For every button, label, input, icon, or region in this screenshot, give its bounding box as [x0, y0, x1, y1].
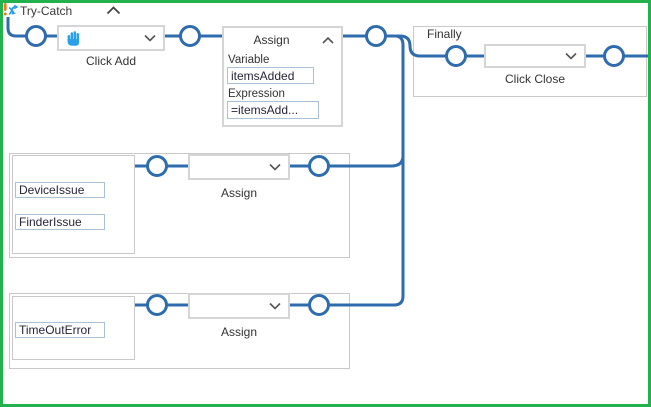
- dropdown-chevron-icon[interactable]: [565, 52, 577, 60]
- connector-nodes: [25, 25, 625, 316]
- catch2-assign-label: Assign: [220, 325, 258, 339]
- finally-container[interactable]: [413, 26, 647, 97]
- collapse-chevron-up-icon[interactable]: [106, 6, 121, 15]
- connector-node: [146, 294, 168, 316]
- try-to-catches-line: [6, 17, 405, 307]
- catch2-assign-activity[interactable]: [188, 293, 290, 319]
- click-add-activity[interactable]: [57, 25, 165, 51]
- variable-label: Variable: [228, 54, 270, 66]
- flow-lines: [6, 17, 648, 307]
- catch1-exception-panel: [12, 155, 135, 254]
- click-close-activity[interactable]: [484, 44, 586, 68]
- assign-title: Assign: [253, 33, 290, 47]
- finally-line: [396, 34, 648, 58]
- finally-label: Finally: [427, 27, 462, 41]
- catch1-exception-input[interactable]: [15, 214, 105, 230]
- click-add-label: Click Add: [85, 54, 137, 68]
- hand-icon: [67, 31, 80, 46]
- variable-input[interactable]: [227, 67, 314, 84]
- connector-node: [308, 155, 330, 177]
- catch2-exception-input[interactable]: [15, 322, 105, 338]
- connector-node: [365, 25, 387, 47]
- connector-node: [146, 155, 168, 177]
- connector-node: [25, 25, 47, 47]
- expression-input[interactable]: [227, 101, 319, 119]
- connector-node: [308, 294, 330, 316]
- dropdown-chevron-icon[interactable]: [269, 163, 281, 171]
- catch-block-1-container[interactable]: [9, 153, 350, 258]
- connector-node: [445, 45, 467, 67]
- catch1-exception-input[interactable]: [15, 182, 105, 198]
- expression-label: Expression: [228, 88, 285, 100]
- catch-block-2-container[interactable]: [9, 293, 350, 369]
- collapse-chevron-up-icon[interactable]: [322, 37, 334, 44]
- catch1-assign-label: Assign: [220, 186, 258, 200]
- connector-node: [179, 25, 201, 47]
- connector-node: [603, 45, 625, 67]
- try-catch-title: Try-Catch: [20, 4, 73, 18]
- catch1-merge-line: [133, 155, 405, 168]
- dropdown-chevron-icon[interactable]: [269, 302, 281, 310]
- dropdown-chevron-icon[interactable]: [144, 34, 156, 42]
- click-close-label: Click Close: [504, 72, 565, 86]
- try-catch-icon: [3, 3, 19, 16]
- catch1-assign-activity[interactable]: [188, 154, 290, 180]
